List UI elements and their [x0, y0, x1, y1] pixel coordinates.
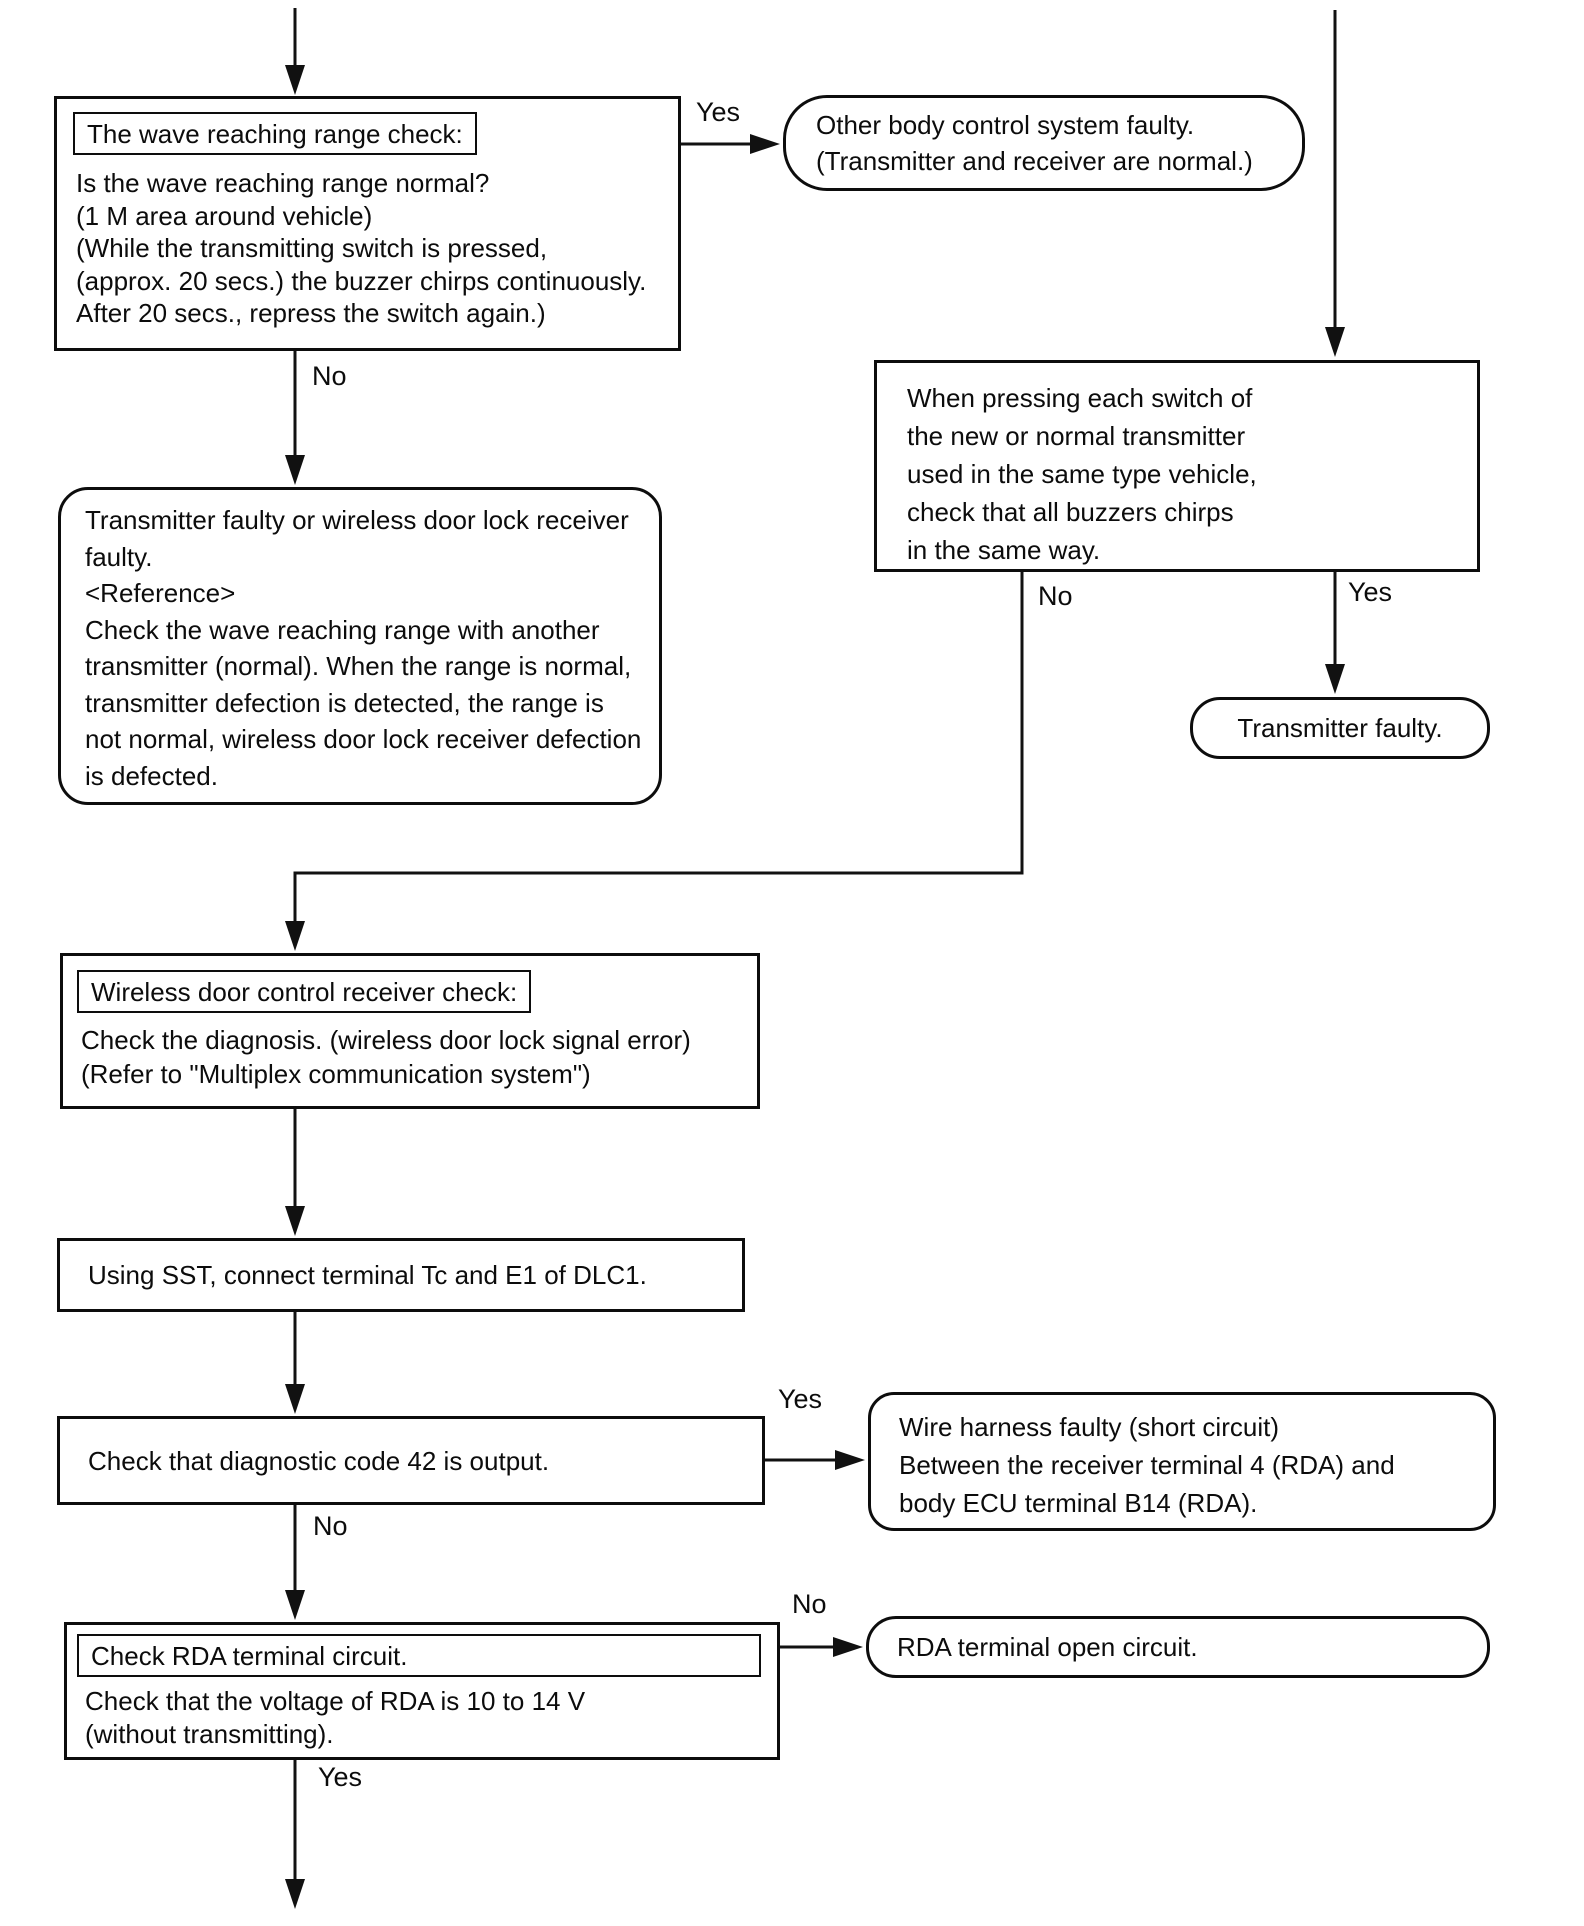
edge-label-rda-yes: Yes — [318, 1762, 363, 1792]
node-title: The wave reaching range check: — [73, 112, 477, 155]
node-transmitter-faulty: Transmitter faulty. — [1190, 697, 1490, 759]
node-body: Is the wave reaching range normal? (1 M … — [76, 168, 647, 328]
node-connect-sst: Using SST, connect terminal Tc and E1 of… — [57, 1238, 745, 1312]
edge-label-buzzer-no: No — [1038, 581, 1073, 611]
edge-label-code42-yes: Yes — [778, 1384, 823, 1414]
node-wave-range-check: The wave reaching range check: Is the wa… — [54, 96, 681, 351]
node-body: Transmitter faulty. — [1237, 713, 1443, 743]
node-rda-terminal-circuit-check: Check RDA terminal circuit. Check that t… — [64, 1622, 780, 1760]
node-body: Check that the voltage of RDA is 10 to 1… — [85, 1686, 586, 1749]
edge-label-wave-no: No — [312, 361, 347, 391]
node-body: Transmitter faulty or wireless door lock… — [85, 505, 642, 791]
node-body: Other body control system faulty. (Trans… — [816, 110, 1253, 176]
node-title: Wireless door control receiver check: — [77, 970, 532, 1013]
edge-label-rda-no: No — [792, 1589, 827, 1619]
edge-label-buzzer-yes: Yes — [1348, 577, 1393, 607]
node-title: Check RDA terminal circuit. — [77, 1634, 761, 1677]
node-other-body-control-faulty: Other body control system faulty. (Trans… — [783, 95, 1305, 191]
node-body: Check the diagnosis. (wireless door lock… — [81, 1025, 691, 1089]
node-diagnostic-code-42: Check that diagnostic code 42 is output. — [57, 1416, 765, 1505]
node-same-type-transmitter-check: When pressing each switch of the new or … — [874, 360, 1480, 572]
node-wire-harness-faulty: Wire harness faulty (short circuit) Betw… — [868, 1392, 1496, 1531]
arrow-buzzer-no — [285, 572, 1024, 951]
node-body: Wire harness faulty (short circuit) Betw… — [899, 1412, 1395, 1518]
node-body: Using SST, connect terminal Tc and E1 of… — [88, 1260, 647, 1290]
node-transmitter-or-receiver-faulty: Transmitter faulty or wireless door lock… — [58, 487, 662, 805]
edge-label-code42-no: No — [313, 1511, 348, 1541]
edge-label-wave-yes: Yes — [696, 97, 741, 127]
node-body: When pressing each switch of the new or … — [907, 383, 1257, 565]
node-rda-terminal-open: RDA terminal open circuit. — [866, 1616, 1490, 1678]
node-receiver-check: Wireless door control receiver check: Ch… — [60, 953, 760, 1109]
node-body: Check that diagnostic code 42 is output. — [88, 1445, 550, 1476]
node-body: RDA terminal open circuit. — [897, 1632, 1198, 1662]
